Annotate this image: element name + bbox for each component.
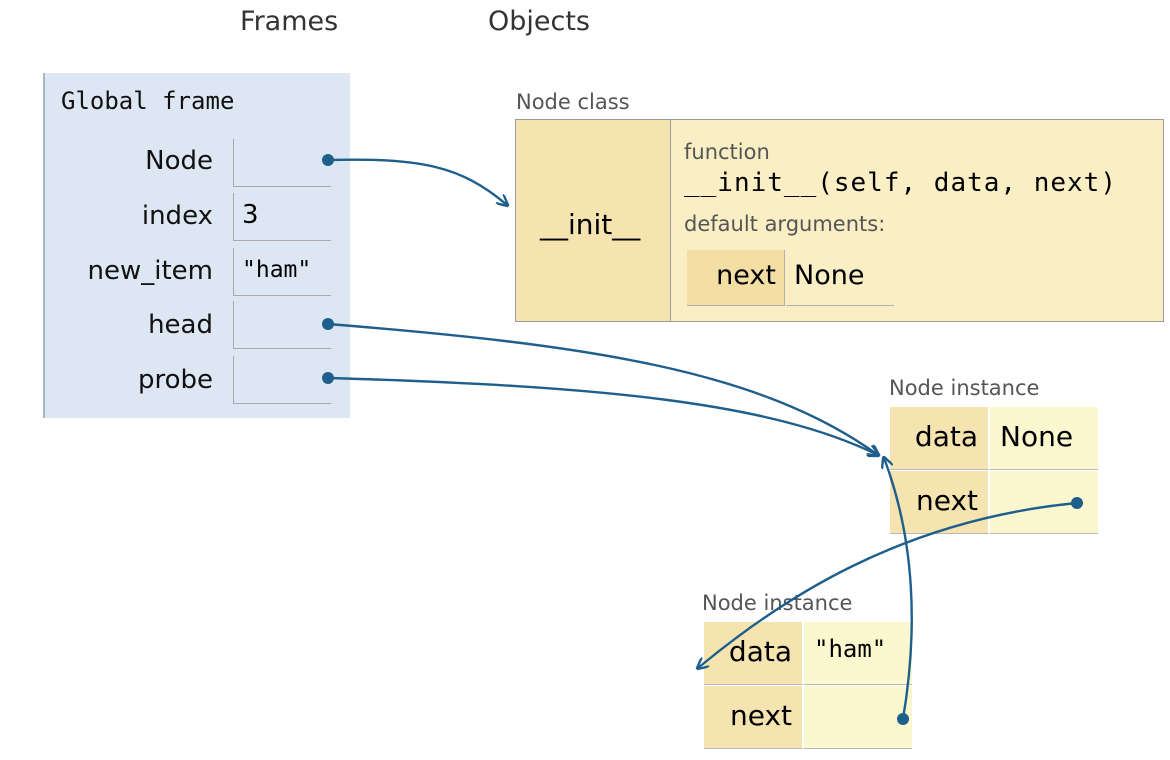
instance2-data-value: "ham" — [804, 622, 912, 685]
objects-header: Objects — [488, 6, 591, 37]
default-args-label: default arguments: — [684, 212, 886, 236]
var-name-head: head — [148, 310, 213, 340]
var-name-index: index — [141, 201, 213, 231]
arrow-head-to-instance1 — [327, 322, 878, 455]
instance2-data-key: data — [704, 622, 803, 685]
default-arg-key: next — [687, 250, 785, 306]
global-frame: Global frame Node index 3 new_item "ham"… — [43, 73, 350, 418]
init-key-cell: __init__ — [516, 120, 671, 321]
frames-header: Frames — [240, 6, 339, 37]
var-cell-node[interactable] — [233, 139, 331, 187]
function-signature: __init__(self, data, next) — [684, 168, 1117, 198]
arrow-probe-to-instance1 — [327, 376, 878, 455]
function-label: function — [684, 140, 770, 164]
instance1-data-value: None — [990, 407, 1098, 470]
var-value-new-item: "ham" — [242, 257, 312, 283]
var-name-node: Node — [145, 146, 213, 176]
instance2-label: Node instance — [702, 591, 853, 615]
instance2-next-key: next — [704, 686, 803, 749]
var-name-probe: probe — [137, 365, 213, 395]
node-class-box[interactable]: __init__ function __init__(self, data, n… — [515, 119, 1164, 322]
var-cell-probe[interactable] — [233, 356, 331, 404]
node-class-label: Node class — [516, 90, 630, 114]
var-cell-index[interactable]: 3 — [233, 193, 331, 241]
default-arg-value: None — [786, 250, 894, 306]
var-cell-head[interactable] — [233, 301, 331, 349]
instance2-next-value — [804, 686, 912, 749]
var-name-new-item: new_item — [87, 256, 213, 286]
var-value-index: 3 — [242, 200, 259, 230]
arrow-node-to-class — [327, 158, 507, 205]
instance1-next-value — [990, 471, 1098, 534]
global-frame-title: Global frame — [61, 87, 235, 115]
instance1-label: Node instance — [889, 376, 1040, 400]
instance1-data-key: data — [890, 407, 989, 470]
instance1-next-key: next — [890, 471, 989, 534]
var-cell-new-item[interactable]: "ham" — [233, 248, 331, 296]
